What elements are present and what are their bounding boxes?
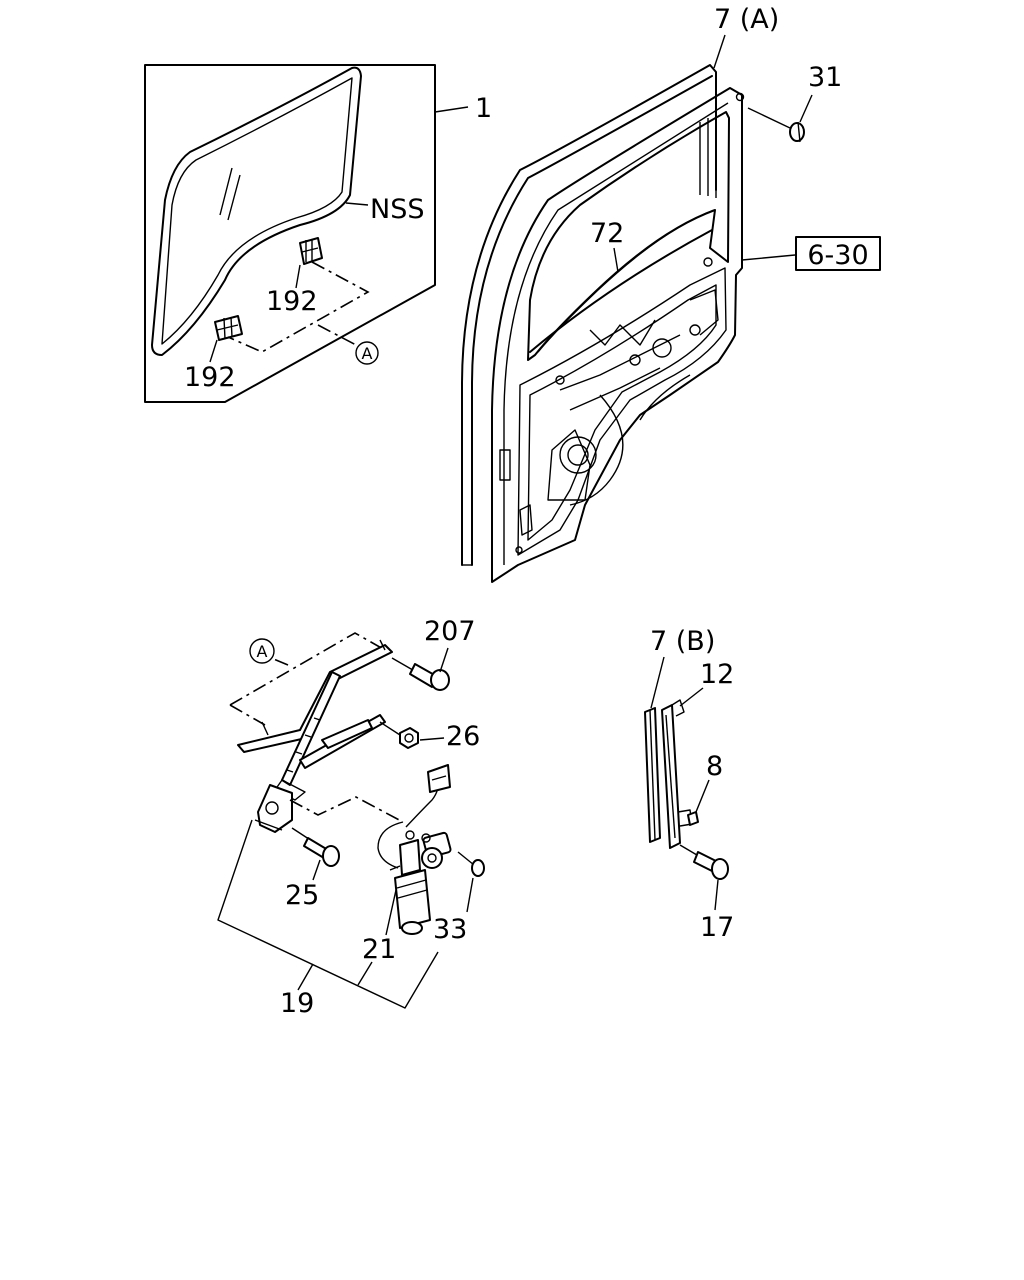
door-assembly: 7 (A) 31 72 6-30 (461, 4, 881, 583)
label-207: 207 (424, 616, 476, 647)
label-a-glass: A (362, 344, 373, 363)
clip-8 (687, 811, 699, 826)
door-shell (491, 87, 743, 583)
label-nss: NSS (370, 194, 424, 225)
glass-clip-lower (214, 315, 243, 341)
label-17: 17 (700, 912, 734, 943)
label-192-lower: 192 (184, 362, 236, 393)
bolt-207 (391, 657, 450, 691)
reference-box-6-30 (795, 236, 881, 271)
screw-33 (457, 851, 485, 877)
nut-26 (379, 721, 419, 749)
door-glass (151, 66, 362, 356)
weatherstrip-a (461, 64, 717, 566)
label-12: 12 (700, 659, 734, 690)
belt-seal-72 (529, 229, 713, 353)
label-25: 25 (285, 880, 319, 911)
bolt-25 (291, 827, 340, 867)
label-21: 21 (362, 934, 396, 965)
window-regulator: A (217, 616, 485, 1019)
regulator-motor-21 (377, 777, 452, 935)
label-192-upper: 192 (266, 286, 318, 317)
label-6-30: 6-30 (807, 240, 868, 271)
motor-connector (427, 764, 451, 793)
label-1: 1 (475, 93, 492, 124)
label-a-regulator: A (257, 642, 268, 661)
glass-inset: 1 NSS 192 192 A (144, 64, 492, 403)
bolt-17 (679, 844, 729, 880)
rear-channel-assembly: 7 (B) 12 8 17 (644, 626, 734, 943)
glass-run-channel-12 (661, 699, 693, 849)
label-8: 8 (706, 751, 723, 782)
reference-circle-a (355, 341, 379, 365)
label-19: 19 (280, 988, 314, 1019)
label-7b: 7 (B) (650, 626, 715, 657)
screw-31 (747, 107, 805, 143)
label-72: 72 (590, 218, 624, 249)
label-7a: 7 (A) (714, 4, 779, 35)
label-26: 26 (446, 721, 480, 752)
label-31: 31 (808, 62, 842, 93)
glass-clip-upper (299, 237, 323, 265)
label-33: 33 (433, 914, 467, 945)
reference-circle-a-regulator (249, 638, 275, 664)
